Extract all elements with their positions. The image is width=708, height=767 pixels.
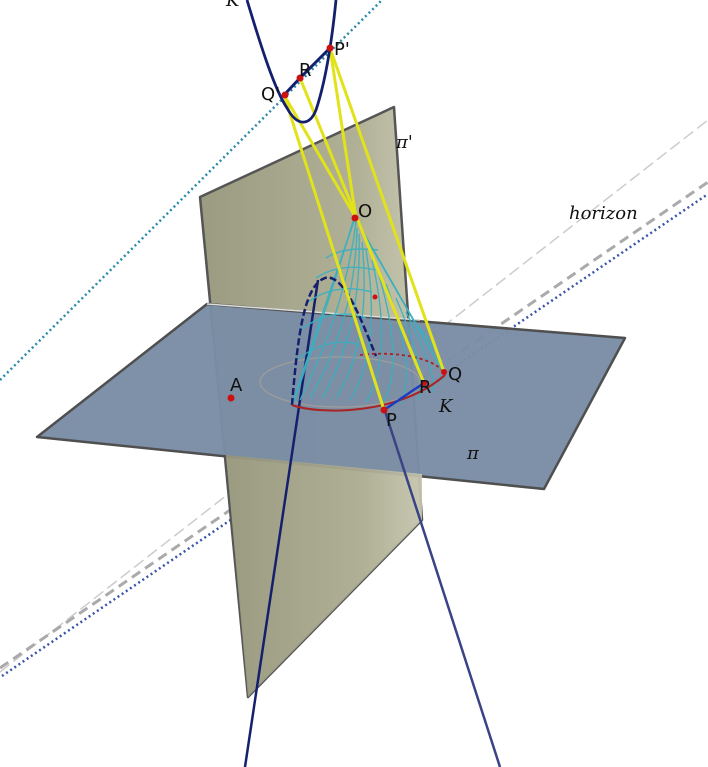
label-horizon: horizon [569,203,638,224]
point-p-prime-dot [326,44,334,52]
cone-inner-dot [372,294,378,300]
label-point-q-prime: Q' [261,84,280,105]
cone-outline-left [291,217,356,406]
point-r-prime-dot [296,74,304,82]
label-point-p-prime: P' [334,39,350,60]
label-point-o: O [358,201,372,222]
label-point-r-prime: R [299,60,312,81]
label-curve-k: K [438,396,454,417]
curve-k-prime [245,0,338,124]
curve-on-cone [290,276,378,406]
plane-pi [35,302,627,491]
grey-circle-on-pi [259,356,421,408]
cone-outline-right [354,217,446,376]
segment-p-r [383,381,425,412]
circle-k-front [291,374,446,412]
point-q-dot [441,369,447,375]
point-q-prime-dot [281,91,289,99]
point-p-dot [380,406,388,414]
point-r-dot [421,380,427,386]
label-plane-pi: π [466,443,480,464]
projection-lines [282,46,446,412]
label-point-p: P [386,410,397,431]
plane-pi-prime-front [226,455,422,697]
label-curve-k-prime: K' [225,0,244,11]
label-plane-pi-prime: π' [395,132,413,153]
label-point-a: A [230,375,243,396]
navy-line-right [382,407,502,767]
red-points [227,44,447,414]
point-a-dot [227,394,235,402]
point-o-dot [351,214,359,222]
label-point-r: R [419,377,432,398]
label-point-q: Q [448,364,462,385]
